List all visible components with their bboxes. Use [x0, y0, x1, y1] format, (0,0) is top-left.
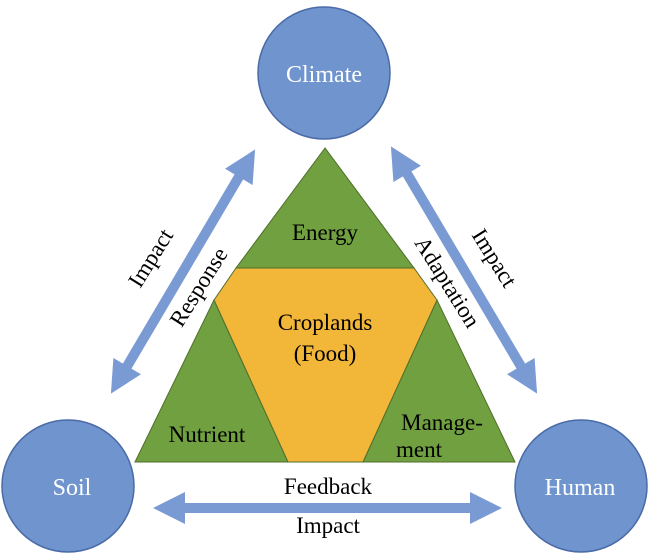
- energy-label: Energy: [292, 220, 359, 245]
- management-label-line1: Manage-: [401, 410, 483, 435]
- climate-label: Climate: [286, 62, 362, 88]
- human-node: Human: [514, 419, 648, 553]
- nutrient-label: Nutrient: [169, 422, 246, 447]
- climate-human-arrow: [390, 146, 538, 394]
- soil-label: Soil: [53, 475, 92, 501]
- croplands-label: Croplands: [278, 310, 373, 335]
- energy-section: [235, 147, 415, 269]
- soil-node: Soil: [1, 419, 135, 553]
- human-label: Human: [545, 475, 616, 501]
- food-label: (Food): [294, 341, 357, 366]
- management-label-line2: ment: [396, 437, 443, 462]
- soil-human-feedback-label: Feedback: [284, 474, 373, 499]
- soil-human-impact-label: Impact: [296, 513, 360, 538]
- climate-soil-arrow: [110, 149, 256, 394]
- climate-node: Climate: [257, 6, 391, 140]
- climate-soil-impact-label: Impact: [123, 224, 178, 292]
